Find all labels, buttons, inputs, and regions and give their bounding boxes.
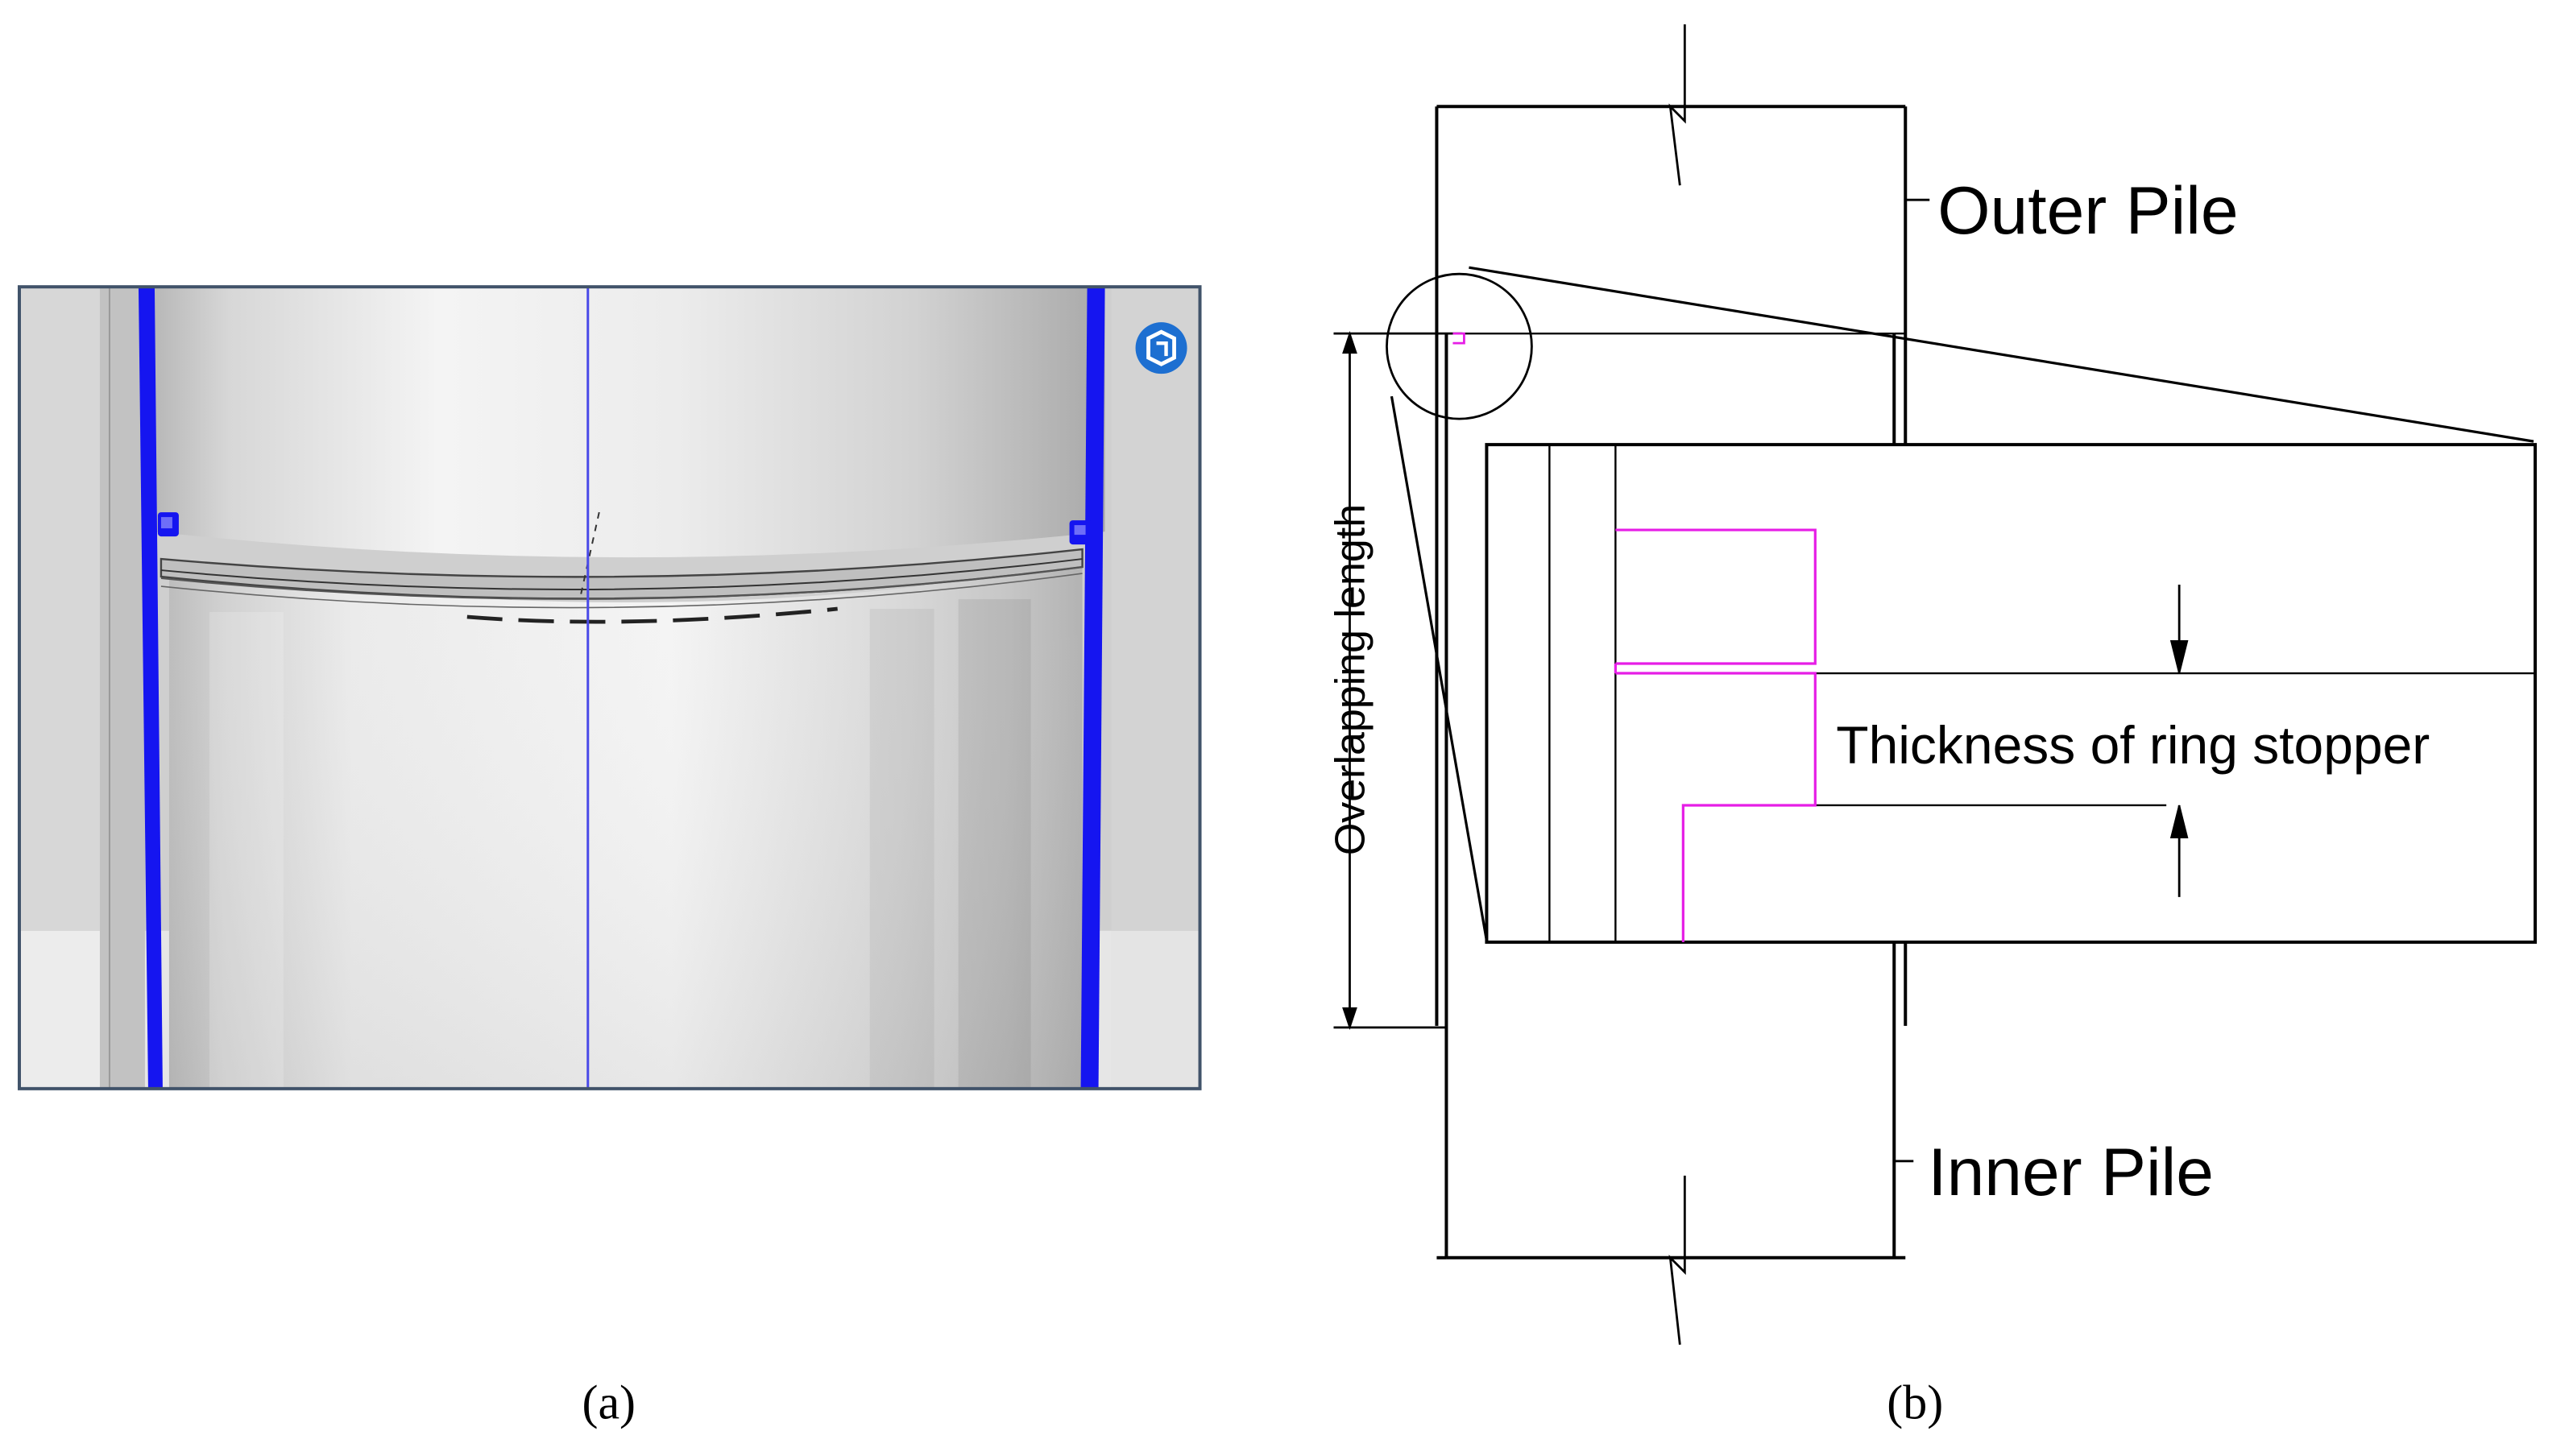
overlapping-length-dimension [1333, 330, 1463, 1031]
panel-b-schematic [1333, 24, 2538, 1345]
overlapping-length-label: Overlapping length [1327, 504, 1374, 855]
panel-a-render [17, 285, 1202, 1090]
detail-box [1485, 443, 2538, 944]
ring-stopper-band [160, 548, 1084, 624]
ring-stopper-profile [1615, 528, 1817, 665]
pile-outline-left [138, 287, 179, 1089]
ring-thickness-label: Thickness of ring stopper [1836, 715, 2430, 775]
ring-thickness-dimension [2169, 585, 2189, 897]
outer-pile-label: Outer Pile [1937, 172, 2238, 248]
outer-pile-cylinder [152, 287, 1105, 558]
inner-pile-label: Inner Pile [1928, 1134, 2214, 1210]
sketchup-logo-icon [1135, 322, 1187, 374]
detail-callout-circle [1386, 272, 1533, 420]
render-frame [17, 285, 1202, 1090]
caption-a: (a) [582, 1376, 636, 1429]
pile-outline-right [1069, 287, 1105, 1089]
caption-b: (b) [1887, 1376, 1943, 1429]
